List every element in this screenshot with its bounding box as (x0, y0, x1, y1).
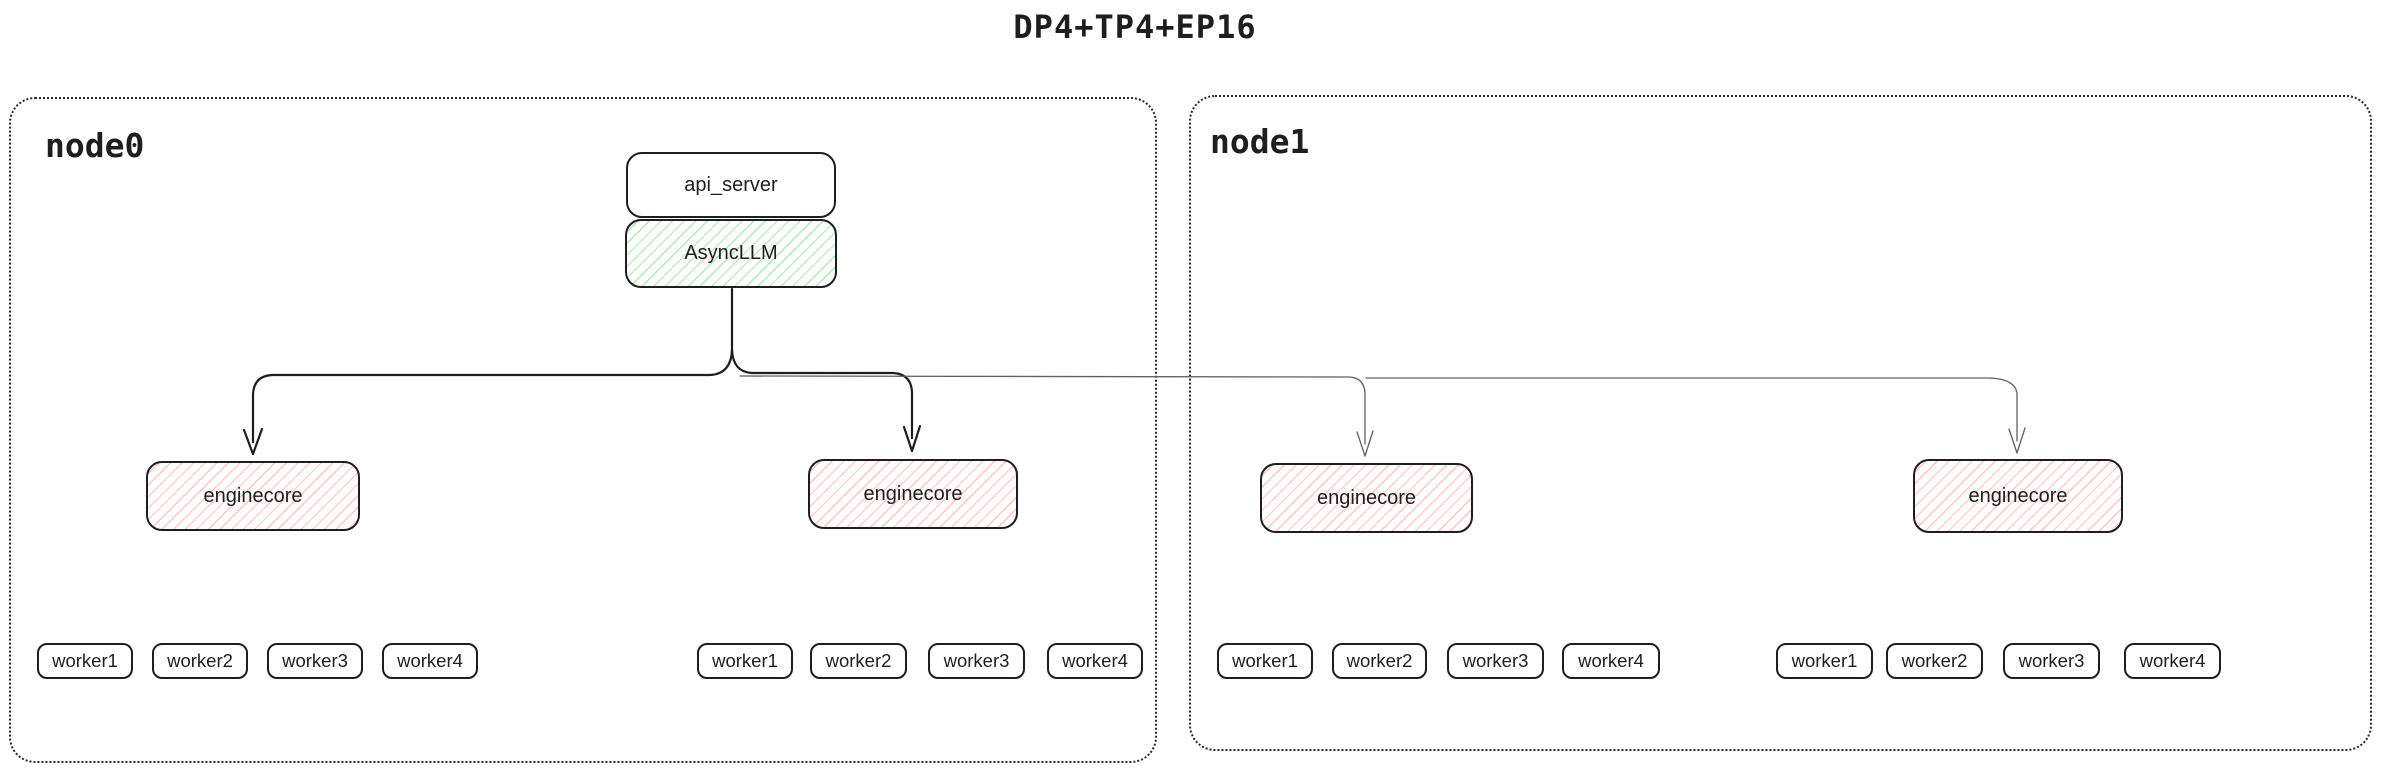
worker-label: worker4 (1578, 650, 1644, 671)
worker-box: worker4 (2124, 643, 2221, 679)
worker-box: worker4 (1562, 643, 1660, 679)
worker-label: worker1 (1232, 650, 1298, 671)
worker-label: worker1 (712, 650, 778, 671)
worker-box: worker2 (152, 643, 248, 679)
worker-label: worker2 (1901, 650, 1968, 671)
worker-label: worker3 (282, 650, 348, 671)
worker-label: worker2 (167, 650, 233, 671)
worker-label: worker1 (1791, 650, 1858, 671)
worker-box: worker1 (1776, 643, 1873, 679)
enginecore-3-box: enginecore (1260, 463, 1473, 533)
worker-box: worker1 (697, 643, 793, 679)
enginecore-3-label: enginecore (1317, 486, 1416, 509)
worker-label: worker3 (2018, 650, 2085, 671)
worker-box: worker2 (810, 643, 907, 679)
worker-box: worker2 (1332, 643, 1427, 679)
enginecore-4-box: enginecore (1913, 459, 2123, 533)
worker-label: worker4 (397, 650, 463, 671)
worker-box: worker4 (1047, 643, 1143, 679)
enginecore-2-box: enginecore (808, 459, 1018, 529)
enginecore-4-label: enginecore (1968, 484, 2068, 507)
api-server-label: api_server (684, 173, 778, 196)
worker-box: worker3 (928, 643, 1025, 679)
diagram-title: DP4+TP4+EP16 (1013, 8, 1257, 46)
worker-label: worker4 (1062, 650, 1128, 671)
worker-box: worker1 (1217, 643, 1313, 679)
asyncllm-label: AsyncLLM (684, 242, 778, 264)
worker-label: worker3 (943, 650, 1010, 671)
worker-box: worker2 (1886, 643, 1983, 679)
worker-label: worker2 (825, 650, 892, 671)
worker-box: worker3 (2003, 643, 2100, 679)
worker-label: worker1 (52, 650, 118, 671)
api-server-box: api_server (626, 152, 836, 218)
enginecore-1-label: enginecore (203, 484, 303, 507)
enginecore-2-label: enginecore (863, 482, 963, 505)
worker-box: worker3 (1447, 643, 1544, 679)
node0-label: node0 (45, 126, 145, 165)
worker-box: worker3 (267, 643, 363, 679)
enginecore-1-box: enginecore (146, 461, 360, 531)
asyncllm-box: AsyncLLM (625, 219, 837, 288)
worker-label: worker3 (1462, 650, 1529, 671)
node1-label: node1 (1210, 122, 1310, 161)
worker-box: worker1 (37, 643, 133, 679)
worker-label: worker2 (1346, 650, 1413, 671)
worker-label: worker4 (2139, 650, 2206, 671)
worker-box: worker4 (382, 643, 478, 679)
